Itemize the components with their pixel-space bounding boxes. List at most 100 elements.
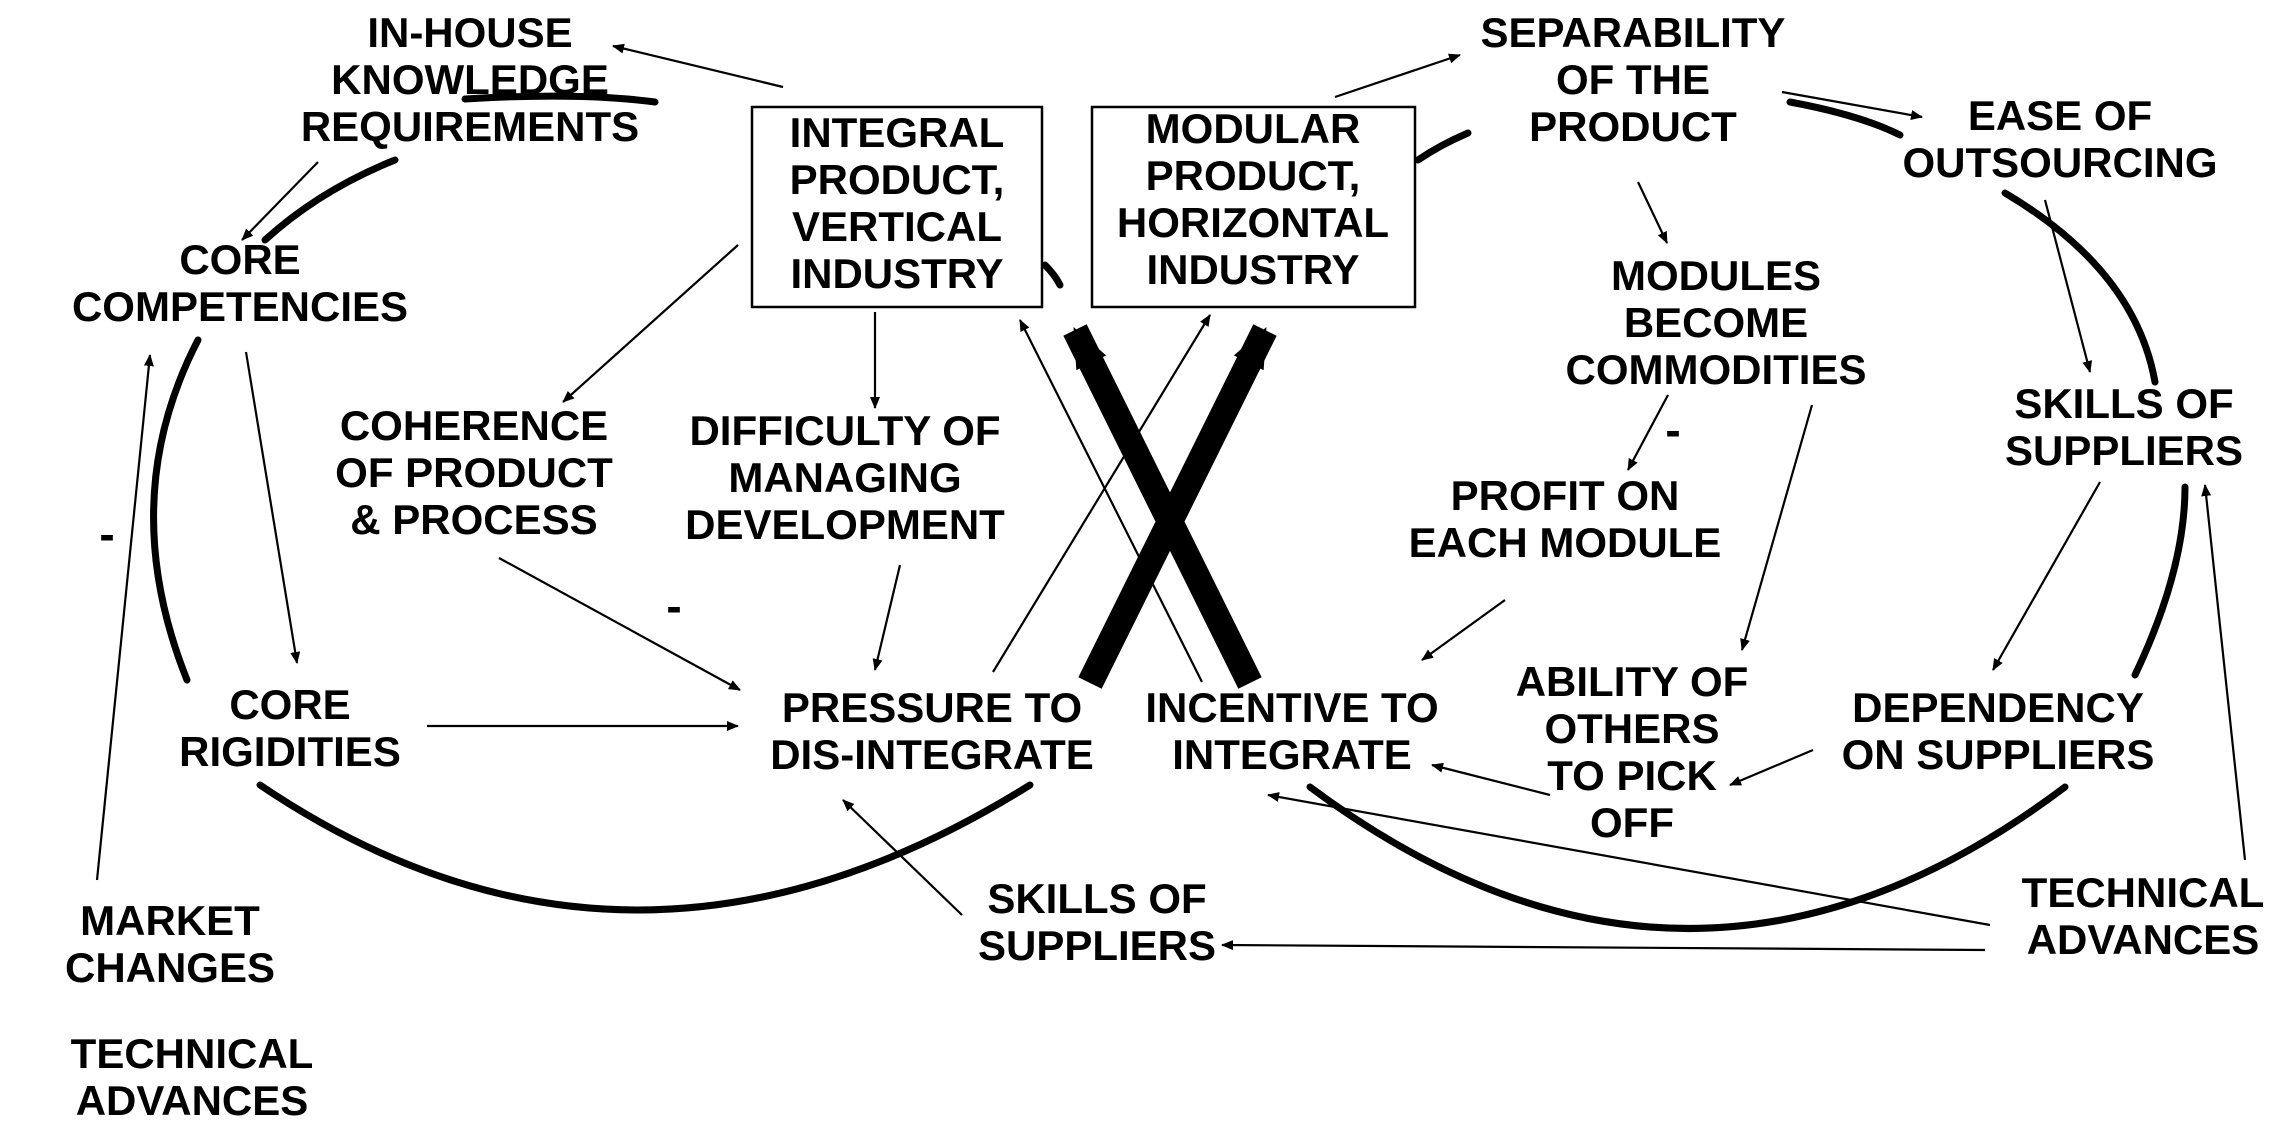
node-line: ADVANCES bbox=[2027, 916, 2260, 963]
node-line: MODULAR bbox=[1146, 105, 1361, 152]
node-line: REQUIREMENTS bbox=[301, 103, 639, 150]
link-tech-to-skills-right bbox=[2201, 484, 2247, 861]
node-line: CORE bbox=[179, 236, 300, 283]
link-coherence-to-pressure bbox=[498, 557, 741, 691]
node-dependency-suppliers: DEPENDENCY ON SUPPLIERS bbox=[1842, 684, 2155, 778]
right-loop-right-lower-arc bbox=[2131, 483, 2189, 679]
node-line: MARKET bbox=[80, 897, 260, 944]
node-technical-advances-left: TECHNICAL ADVANCES bbox=[71, 1030, 314, 1124]
node-pressure-disintegrate: PRESSURE TO DIS-INTEGRATE bbox=[770, 684, 1094, 778]
minus-sign-commodities: - bbox=[1665, 404, 1680, 456]
heavy-arrow-to-integral bbox=[1063, 324, 1262, 689]
node-line: BECOME bbox=[1624, 299, 1808, 346]
minus-sign-coherence: - bbox=[666, 580, 681, 632]
link-market-to-competencies bbox=[95, 354, 154, 881]
node-line: OF THE bbox=[1556, 56, 1710, 103]
node-line: COMMODITIES bbox=[1566, 346, 1867, 393]
link-tech-to-incentive bbox=[1267, 792, 1991, 927]
left-loop-left-arc bbox=[150, 336, 202, 684]
node-line: DEVELOPMENT bbox=[685, 501, 1005, 548]
node-in-house-knowledge: IN-HOUSE KNOWLEDGE REQUIREMENTS bbox=[301, 9, 639, 150]
node-line: TECHNICAL bbox=[2022, 869, 2265, 916]
link-separability-to-commodities bbox=[1637, 181, 1668, 244]
link-competencies-to-rigidities bbox=[244, 351, 301, 664]
node-market-changes: MARKET CHANGES bbox=[65, 897, 275, 991]
node-line: INTEGRATE bbox=[1172, 731, 1412, 778]
node-line: ABILITY OF bbox=[1516, 658, 1749, 705]
node-line: DIS-INTEGRATE bbox=[770, 731, 1094, 778]
node-difficulty: DIFFICULTY OF MANAGING DEVELOPMENT bbox=[685, 407, 1005, 548]
link-difficulty-to-pressure bbox=[872, 564, 902, 671]
node-line: PRODUCT, bbox=[790, 156, 1005, 203]
link-ease-to-skills bbox=[2043, 199, 2093, 373]
node-line: EACH MODULE bbox=[1409, 519, 1722, 566]
node-line: PRODUCT, bbox=[1146, 152, 1361, 199]
node-line: OTHERS bbox=[1544, 705, 1719, 752]
node-ease-outsourcing: EASE OF OUTSOURCING bbox=[1903, 92, 2218, 186]
node-line: HORIZONTAL bbox=[1117, 199, 1389, 246]
node-line: INCENTIVE TO bbox=[1145, 684, 1438, 731]
link-integral-to-knowledge bbox=[612, 43, 784, 89]
node-ability-others: ABILITY OF OTHERS TO PICK OFF bbox=[1516, 658, 1749, 846]
node-skills-suppliers-right: SKILLS OF SUPPLIERS bbox=[2005, 380, 2243, 474]
node-line: CHANGES bbox=[65, 944, 275, 991]
node-line: COMPETENCIES bbox=[72, 283, 408, 330]
left-loop-right-arc bbox=[1041, 261, 1064, 289]
node-line: ADVANCES bbox=[76, 1077, 309, 1124]
minus-sign-left-loop: - bbox=[99, 508, 114, 560]
node-skills-suppliers-bottom: SKILLS OF SUPPLIERS bbox=[978, 875, 1216, 969]
node-line: SUPPLIERS bbox=[2005, 427, 2243, 474]
right-loop-bottom-arc bbox=[1306, 783, 2069, 932]
link-skills-bottom-to-pressure bbox=[842, 799, 963, 916]
node-integral-product: INTEGRAL PRODUCT, VERTICAL INDUSTRY bbox=[790, 109, 1005, 297]
right-loop-right-upper-arc bbox=[2001, 189, 2159, 386]
node-incentive-integrate: INCENTIVE TO INTEGRATE bbox=[1145, 684, 1438, 778]
node-modules-commodities: MODULES BECOME COMMODITIES bbox=[1566, 252, 1867, 393]
node-separability: SEPARABILITY OF THE PRODUCT bbox=[1481, 9, 1786, 150]
integral-product-box bbox=[750, 105, 1044, 309]
node-line: SUPPLIERS bbox=[978, 922, 1216, 969]
node-line: SKILLS OF bbox=[2014, 380, 2233, 427]
node-modular-product: MODULAR PRODUCT, HORIZONTAL INDUSTRY bbox=[1117, 105, 1389, 293]
node-core-competencies: CORE COMPETENCIES bbox=[72, 236, 408, 330]
right-loop bbox=[1306, 98, 2189, 932]
link-skills-to-dependency bbox=[1992, 481, 2101, 671]
node-line: OF PRODUCT bbox=[335, 449, 613, 496]
node-line: OFF bbox=[1590, 799, 1674, 846]
link-commodities-to-profit bbox=[1627, 394, 1669, 471]
link-pressure-to-modular bbox=[992, 314, 1211, 673]
node-line: INDUSTRY bbox=[1146, 246, 1359, 293]
link-separability-to-ease bbox=[1781, 90, 1923, 120]
right-loop-top-right-arc bbox=[1786, 98, 1904, 139]
node-coherence: COHERENCE OF PRODUCT & PROCESS bbox=[335, 402, 613, 543]
left-loop-top-arc bbox=[461, 92, 659, 106]
helix-crossing bbox=[1063, 324, 1277, 689]
node-line: RIGIDITIES bbox=[179, 728, 401, 775]
link-dependency-to-ability bbox=[1729, 748, 1814, 787]
node-line: TO PICK bbox=[1547, 752, 1717, 799]
left-loop bbox=[150, 92, 1064, 914]
node-line: INTEGRAL bbox=[790, 109, 1005, 156]
node-line: VERTICAL bbox=[792, 203, 1002, 250]
node-line: ON SUPPLIERS bbox=[1842, 731, 2155, 778]
link-modular-to-separability bbox=[1334, 53, 1461, 99]
node-line: PRESSURE TO bbox=[782, 684, 1082, 731]
node-line: KNOWLEDGE bbox=[331, 56, 609, 103]
node-line: INDUSTRY bbox=[790, 250, 1003, 297]
node-line: OUTSOURCING bbox=[1903, 139, 2218, 186]
node-line: DEPENDENCY bbox=[1852, 684, 2144, 731]
node-line: IN-HOUSE bbox=[367, 9, 572, 56]
node-core-rigidities: CORE RIGIDITIES bbox=[179, 681, 401, 775]
node-line: DIFFICULTY OF bbox=[689, 407, 1000, 454]
left-loop-upper-arc bbox=[261, 156, 399, 244]
causal-links bbox=[95, 43, 2247, 952]
right-loop-top-arc bbox=[1414, 129, 1472, 164]
link-profit-to-incentive bbox=[1421, 599, 1506, 661]
node-technical-advances-right: TECHNICAL ADVANCES bbox=[2022, 869, 2265, 963]
node-line: CORE bbox=[229, 681, 350, 728]
link-incentive-to-integral bbox=[1019, 319, 1203, 683]
node-line: EASE OF bbox=[1968, 92, 2152, 139]
node-line: SEPARABILITY bbox=[1481, 9, 1786, 56]
link-tech-to-skills-bottom bbox=[1221, 940, 1986, 952]
